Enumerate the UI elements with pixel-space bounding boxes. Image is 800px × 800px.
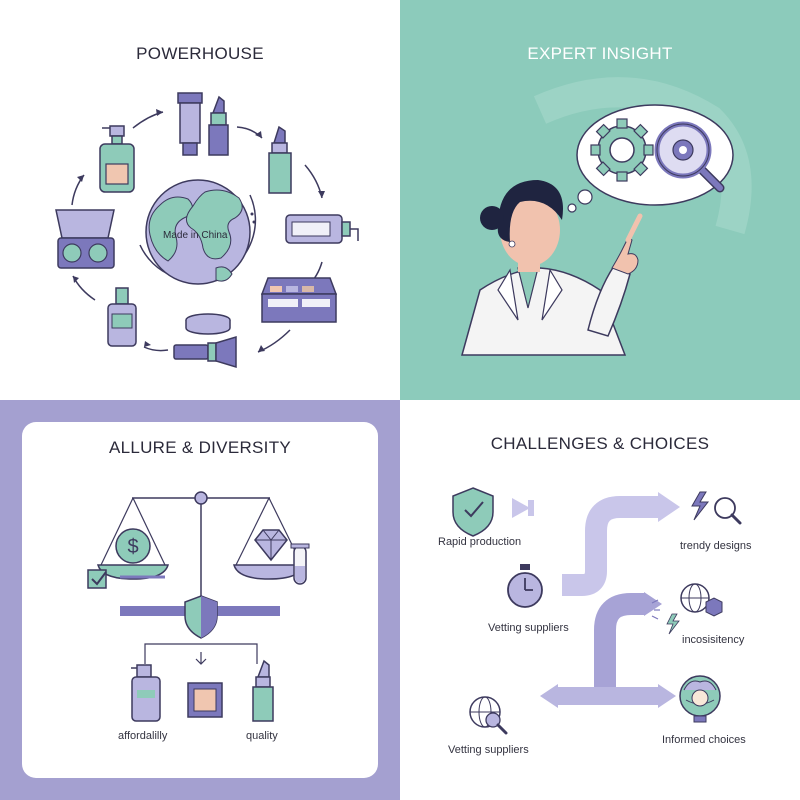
powerhouse-panel: POWERHOUSE xyxy=(0,0,400,400)
brain-lightbulb-icon xyxy=(679,675,721,723)
challenges-choices-panel: CHALLENGES & CHOICES xyxy=(400,400,800,800)
expert-insight-panel: EXPERT INSIGHT xyxy=(400,0,800,400)
challenges-choices-title: CHALLENGES & CHOICES xyxy=(490,434,710,453)
diamond-icon xyxy=(254,529,288,562)
globe-box-icon xyxy=(680,583,723,617)
lipstick-icon xyxy=(208,95,229,156)
stopwatch-icon xyxy=(507,564,543,608)
checkmark-icon xyxy=(87,569,107,589)
test-tube-icon xyxy=(290,543,310,585)
lightning-magnifier-icon xyxy=(691,491,742,525)
magnifier-gear-icon xyxy=(654,121,725,193)
pump-bottle-icon xyxy=(99,125,135,193)
rapid-production-label: Rapid production xyxy=(438,536,522,548)
powder-jar-icon xyxy=(185,313,231,335)
lipstick-quality-icon xyxy=(252,659,274,722)
cream-tube-icon xyxy=(177,92,203,156)
globe-icon xyxy=(139,179,257,285)
affordability-label: affordalilly xyxy=(118,730,168,742)
lipstick-icon-2 xyxy=(268,125,292,194)
shield-icon xyxy=(184,595,218,639)
lotion-bottle-icon xyxy=(131,664,161,722)
lightning-icon xyxy=(666,613,680,635)
informed-choices-label: Informed choices xyxy=(662,734,746,746)
expert-illustration xyxy=(461,77,752,356)
vetting-suppliers-label-1: Vetting suppliers xyxy=(488,622,569,634)
scale-illustration: $ xyxy=(87,491,310,722)
foundation-bottle-icon xyxy=(107,287,137,347)
allure-diversity-title: ALLURE & DIVERSITY xyxy=(108,438,292,457)
gear-icon xyxy=(590,118,654,182)
challenges-illustration xyxy=(452,487,742,735)
makeup-brush-icon xyxy=(173,335,237,369)
inconsistency-label: incosisitency xyxy=(682,634,745,646)
eyeshadow-palette-icon xyxy=(260,277,338,323)
cycle-arrow-6 xyxy=(143,346,169,352)
serum-bottle-icon xyxy=(285,214,359,244)
globe-label: Made in China xyxy=(163,230,228,241)
compact-icon xyxy=(55,209,115,269)
trendy-designs-label: trendy designs xyxy=(680,540,752,552)
svg-text:$: $ xyxy=(127,536,138,558)
quality-label: quality xyxy=(246,730,278,742)
vetting-suppliers-label-2: Vetting suppliers xyxy=(448,744,529,756)
powerhouse-illustration xyxy=(55,92,359,369)
scientist-figure xyxy=(461,180,643,356)
dollar-coin-icon: $ xyxy=(115,528,151,564)
powerhouse-title: POWERHOUSE xyxy=(136,44,264,63)
allure-diversity-panel: $ xyxy=(0,400,400,800)
shield-check-icon xyxy=(452,487,494,537)
globe-magnifier-icon xyxy=(469,696,508,735)
powder-compact-icon xyxy=(187,682,223,718)
expert-insight-title: EXPERT INSIGHT xyxy=(527,44,673,63)
